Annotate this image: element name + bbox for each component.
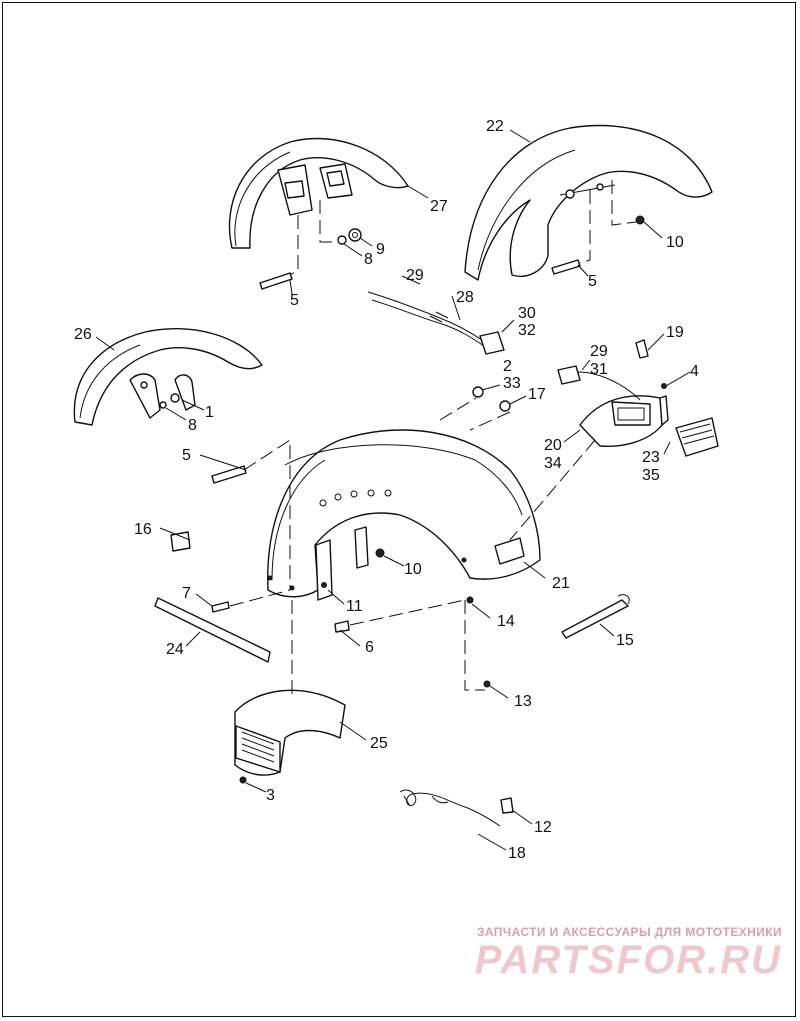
callout-4: 4 <box>690 363 699 380</box>
connector-31 <box>557 365 641 401</box>
leader-lines <box>95 129 691 851</box>
assembly-lines <box>229 180 637 700</box>
callout-10b: 10 <box>404 561 422 578</box>
callout-28: 28 <box>456 289 474 306</box>
callout-16: 16 <box>134 521 152 538</box>
callout-18: 18 <box>508 845 526 862</box>
callout-12: 12 <box>534 819 552 836</box>
callout-21: 21 <box>552 575 570 592</box>
callout-6: 6 <box>365 639 374 656</box>
front-fender-27 <box>228 137 409 249</box>
callout-5b: 5 <box>588 273 597 290</box>
front-fender-22 <box>464 124 713 281</box>
callout-labels: 1 2 3 4 5 5 5 6 7 8 8 9 10 10 11 12 13 1… <box>74 118 699 862</box>
watermark: ЗАПЧАСТИ И АКСЕССУАРЫ ДЛЯ МОТОТЕХНИКИ PA… <box>452 925 782 981</box>
rod-24 <box>154 597 271 663</box>
watermark-caption: ЗАПЧАСТИ И АКСЕССУАРЫ ДЛЯ МОТОТЕХНИКИ <box>476 925 782 939</box>
callout-11: 11 <box>346 598 363 615</box>
callout-25: 25 <box>370 735 388 752</box>
callout-35: 35 <box>642 467 660 484</box>
front-fender-26 <box>73 328 263 426</box>
heritage-softail-script-emblem <box>399 789 501 827</box>
callout-9: 9 <box>376 241 385 258</box>
license-plate-bracket-25 <box>234 689 346 776</box>
callout-34: 34 <box>544 455 562 472</box>
callout-3: 3 <box>266 787 275 804</box>
callout-2: 2 <box>503 358 512 375</box>
callout-15: 15 <box>616 632 634 649</box>
fasteners <box>159 215 667 814</box>
callout-27: 27 <box>430 198 448 215</box>
callout-1: 1 <box>205 404 214 421</box>
rear-fender-21 <box>267 429 541 601</box>
callout-26: 26 <box>74 326 92 343</box>
callout-29b: 29 <box>590 343 608 360</box>
callout-30: 30 <box>518 305 536 322</box>
watermark-logo: PARTSFOR.RU <box>474 938 782 982</box>
callout-17: 17 <box>528 386 546 403</box>
callout-33: 33 <box>503 375 521 392</box>
callout-14: 14 <box>497 613 515 630</box>
tail-lamp-lens-23 <box>675 417 719 457</box>
callout-32: 32 <box>518 322 536 339</box>
callout-20: 20 <box>544 437 562 454</box>
callout-8a: 8 <box>364 251 373 268</box>
callout-8b: 8 <box>188 417 197 434</box>
callout-24: 24 <box>166 641 184 658</box>
lamp-base-20 <box>579 395 669 447</box>
callout-29a: 29 <box>406 267 424 284</box>
callout-22: 22 <box>486 118 504 135</box>
wiring-harness-28 <box>367 291 505 355</box>
callout-23: 23 <box>642 449 660 466</box>
callout-5c: 5 <box>182 447 191 464</box>
cable-strap-15 <box>561 594 630 639</box>
callout-31: 31 <box>590 361 608 378</box>
callout-13: 13 <box>514 693 532 710</box>
callout-7: 7 <box>182 585 191 602</box>
callout-10a: 10 <box>666 234 684 251</box>
callout-5a: 5 <box>290 292 299 309</box>
callout-19: 19 <box>666 324 684 341</box>
